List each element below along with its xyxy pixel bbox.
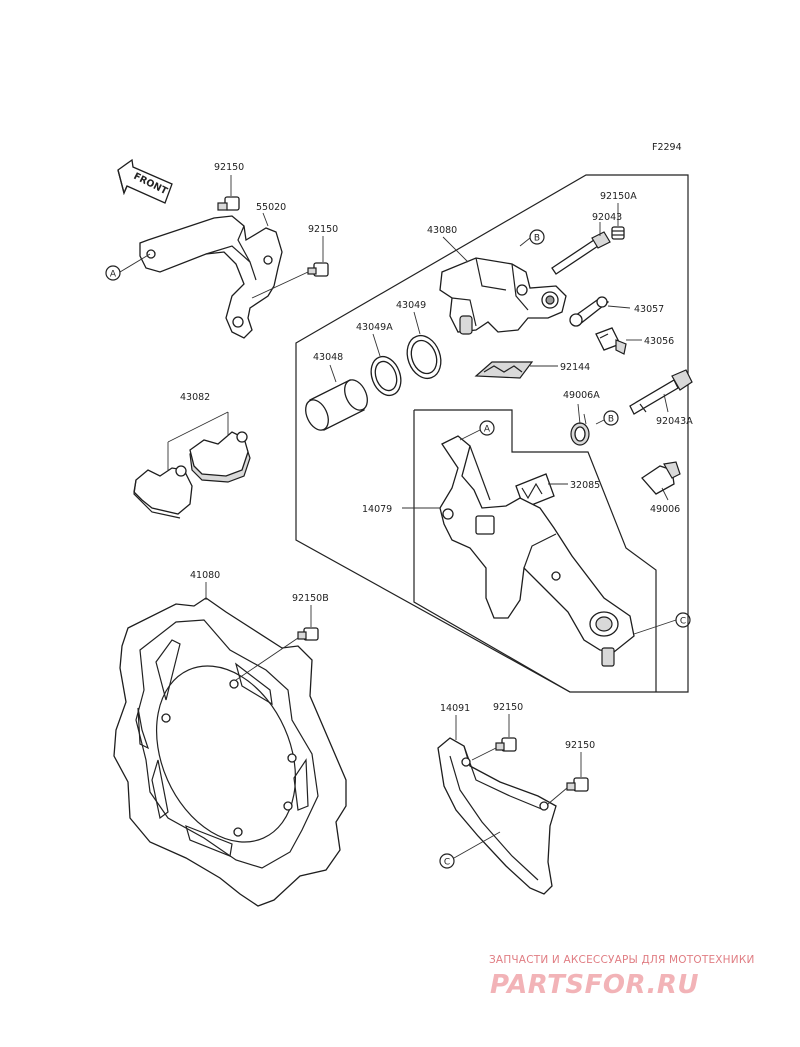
ref-c-circle — [675, 612, 691, 628]
holder-subframe — [413, 409, 657, 693]
ref-c-label: C — [680, 617, 686, 627]
label-49006: 49006 — [650, 504, 680, 515]
seal-icon — [406, 334, 442, 380]
ref-a-circle — [105, 265, 121, 281]
label-92144: 92144 — [560, 362, 590, 373]
caliper-assembly-frame — [295, 174, 689, 693]
ref-c-label-2: C — [444, 858, 450, 868]
label-92150-mid: 92150 — [308, 224, 338, 235]
ref-a-label-2: A — [484, 425, 491, 435]
label-14091: 14091 — [440, 703, 470, 714]
ref-c-circle-2 — [439, 853, 455, 869]
cap-icon — [611, 226, 625, 240]
label-43049: 43049 — [396, 300, 426, 311]
disc-guard-14091 — [437, 737, 557, 895]
label-49006A: 49006A — [563, 390, 600, 401]
bleeder-valve-icon — [595, 327, 627, 355]
label-92150-guard-1: 92150 — [493, 702, 523, 713]
label-43057: 43057 — [634, 304, 664, 315]
label-92150A: 92150A — [600, 191, 637, 202]
bracket-group: 92150 55020 A 92150 — [105, 162, 338, 339]
label-92043: 92043 — [592, 212, 622, 223]
diagram-code: F2294 — [652, 142, 682, 153]
ref-a-circle-2 — [479, 420, 495, 436]
label-92043A: 92043A — [656, 416, 693, 427]
ref-b-label: B — [534, 234, 540, 244]
slide-pin-icon — [551, 231, 611, 275]
spring-plate-icon — [474, 361, 534, 379]
bracket-55020 — [139, 215, 283, 339]
label-92150-top: 92150 — [214, 162, 244, 173]
front-arrow-icon: FRONT — [117, 158, 173, 204]
label-55020: 55020 — [256, 202, 286, 213]
label-92150-guard-2: 92150 — [565, 740, 595, 751]
brake-disc-41080 — [113, 597, 347, 907]
guard-bolt-icon — [566, 777, 589, 792]
watermark-caption: ЗАПЧАСТИ И АКСЕССУАРЫ ДЛЯ МОТОТЕХНИКИ — [489, 954, 755, 966]
ref-b-label-2: B — [608, 415, 614, 425]
ref-a-label: A — [110, 270, 117, 280]
label-41080: 41080 — [190, 570, 220, 581]
brake-pads-43082 — [133, 431, 251, 519]
label-14079: 14079 — [362, 504, 392, 515]
ref-b-circle — [529, 229, 545, 245]
label-43048: 43048 — [313, 352, 343, 363]
ref-b-circle-2 — [603, 410, 619, 426]
label-92150B: 92150B — [292, 593, 329, 604]
caliper-body-43080: 43080 — [427, 225, 567, 335]
label-43056: 43056 — [644, 336, 674, 347]
label-43049A: 43049A — [356, 322, 393, 333]
boot-lower-icon — [641, 461, 681, 495]
label-32085: 32085 — [570, 480, 600, 491]
watermark-brand: PARTSFOR.RU — [490, 970, 699, 1000]
clip-icon — [569, 296, 610, 327]
dust-seal-icon — [370, 355, 402, 397]
disc-bolt-icon — [297, 627, 319, 641]
slide-pin-lower-icon — [629, 369, 693, 415]
label-43080: 43080 — [427, 225, 457, 236]
bolt-icon — [307, 262, 329, 277]
piston-icon — [305, 379, 368, 431]
bolt-icon — [217, 196, 240, 211]
caliper-holder-14079 — [439, 435, 635, 667]
boot-icon — [570, 413, 590, 446]
guard-bolt-icon — [495, 737, 517, 752]
label-43082: 43082 — [180, 392, 210, 403]
